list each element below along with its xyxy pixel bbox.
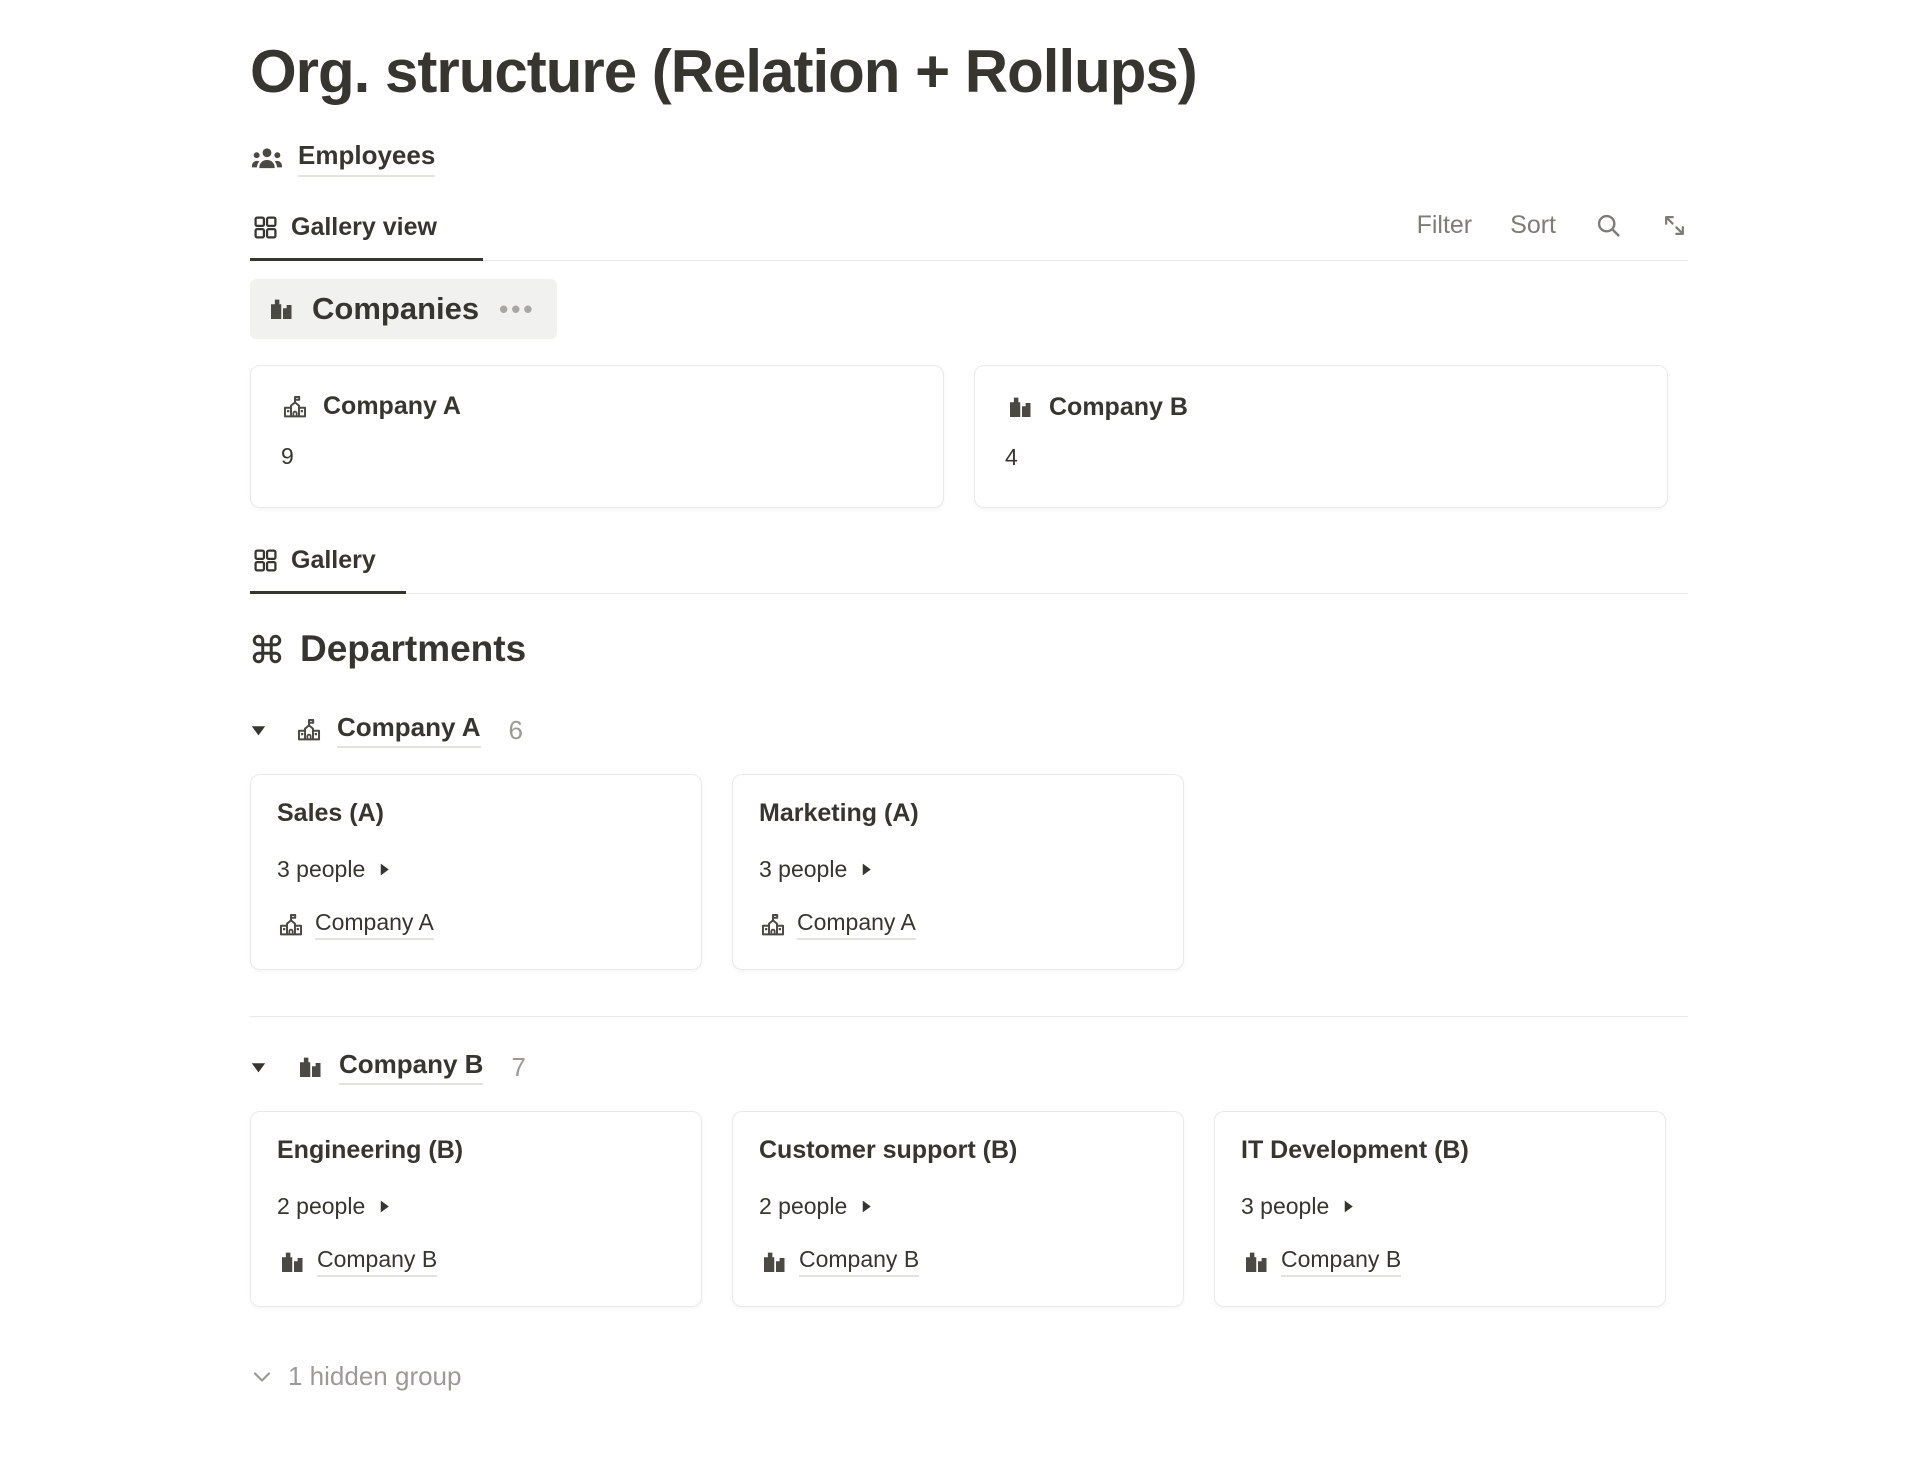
hidden-group-toggle[interactable]: 1 hidden group [250, 1361, 461, 1392]
group-count: 7 [511, 1051, 526, 1082]
companies-cards-row: Company A 9 Company B 4 [250, 365, 1688, 508]
triangle-down-icon[interactable] [250, 722, 267, 739]
company-relation-label: Company A [797, 909, 916, 940]
people-count: 2 people [277, 1193, 366, 1219]
dept-card-sales-a[interactable]: Sales (A) 3 people Company A [250, 774, 702, 970]
company-card-title: Company A [323, 392, 461, 420]
triangle-right-icon[interactable] [1341, 1199, 1356, 1214]
dept-card-title: IT Development (B) [1241, 1136, 1469, 1164]
company-card-rollup-value: 9 [281, 443, 294, 469]
people-count: 3 people [277, 856, 366, 882]
dept-card-title: Engineering (B) [277, 1136, 464, 1164]
buildings-icon [295, 1052, 325, 1082]
dept-card-it-development-b[interactable]: IT Development (B) 3 people Company B [1214, 1111, 1666, 1307]
group-divider [250, 1016, 1688, 1017]
people-rollup: 3 people [1241, 1193, 1639, 1220]
company-relation[interactable]: Company A [759, 909, 916, 940]
company-b-dept-cards: Engineering (B) 2 people Company B Custo… [250, 1111, 1688, 1307]
group-count: 6 [508, 714, 523, 745]
companies-group-header[interactable]: Companies ••• [250, 279, 558, 339]
gallery-icon [252, 547, 279, 574]
people-count: 3 people [759, 856, 848, 882]
company-relation-label: Company B [317, 1246, 438, 1277]
school-icon [759, 911, 787, 939]
company-card-rollup-value: 4 [1005, 444, 1018, 470]
departments-heading: Departments [250, 628, 1688, 670]
tab-gallery[interactable]: Gallery [250, 536, 406, 594]
dept-card-customer-support-b[interactable]: Customer support (B) 2 people Company B [732, 1111, 1184, 1307]
buildings-icon [266, 294, 296, 324]
triangle-right-icon[interactable] [859, 1199, 874, 1214]
tab-gallery-label: Gallery [291, 546, 376, 574]
buildings-icon [1241, 1247, 1271, 1277]
more-options-icon[interactable]: ••• [499, 293, 536, 324]
people-rollup: 2 people [277, 1193, 675, 1220]
group-header-company-a: Company A 6 [250, 712, 1688, 748]
company-relation[interactable]: Company B [759, 1246, 920, 1277]
people-icon [250, 142, 284, 176]
buildings-icon [1005, 392, 1035, 422]
company-relation-label: Company A [315, 909, 434, 940]
buildings-icon [759, 1247, 789, 1277]
gallery-icon [252, 214, 279, 241]
toolbar-controls: Filter Sort [1417, 211, 1688, 260]
search-icon[interactable] [1594, 211, 1623, 240]
company-relation-label: Company B [799, 1246, 920, 1277]
school-icon [277, 911, 305, 939]
view-toolbar: Gallery view Filter Sort [250, 203, 1688, 261]
dept-card-title: Marketing (A) [759, 799, 919, 827]
dept-card-title: Sales (A) [277, 799, 384, 827]
people-rollup: 3 people [759, 856, 1157, 883]
triangle-right-icon[interactable] [859, 862, 874, 877]
triangle-right-icon[interactable] [377, 1199, 392, 1214]
group-company-a-link[interactable]: Company A [337, 712, 481, 748]
tab-gallery-view-label: Gallery view [291, 213, 437, 241]
dept-card-marketing-a[interactable]: Marketing (A) 3 people Company A [732, 774, 1184, 970]
company-relation-label: Company B [1281, 1246, 1402, 1277]
filter-button[interactable]: Filter [1416, 211, 1473, 239]
company-relation[interactable]: Company B [1241, 1246, 1402, 1277]
company-card-b[interactable]: Company B 4 [974, 365, 1668, 508]
people-rollup: 3 people [277, 856, 675, 883]
departments-heading-label: Departments [300, 628, 527, 669]
page-content: Org. structure (Relation + Rollups) Empl… [250, 0, 1688, 1392]
dept-card-engineering-b[interactable]: Engineering (B) 2 people Company B [250, 1111, 702, 1307]
dept-card-title: Customer support (B) [759, 1136, 1018, 1164]
company-relation[interactable]: Company A [277, 909, 434, 940]
expand-icon[interactable] [1661, 212, 1688, 239]
chevron-down-icon [250, 1365, 274, 1389]
sort-button[interactable]: Sort [1510, 211, 1556, 239]
company-relation[interactable]: Company B [277, 1246, 438, 1277]
triangle-right-icon[interactable] [377, 862, 392, 877]
employees-link[interactable]: Employees [250, 140, 436, 177]
people-count: 2 people [759, 1193, 848, 1219]
employees-link-label: Employees [298, 140, 436, 177]
company-card-title: Company B [1049, 392, 1188, 421]
triangle-down-icon[interactable] [250, 1059, 267, 1076]
companies-group-label: Companies [312, 291, 480, 326]
tab-gallery-view[interactable]: Gallery view [250, 203, 483, 261]
group-header-company-b: Company B 7 [250, 1049, 1688, 1085]
command-icon [250, 632, 284, 666]
buildings-icon [277, 1247, 307, 1277]
school-icon [281, 393, 309, 421]
school-icon [295, 716, 323, 744]
company-card-a[interactable]: Company A 9 [250, 365, 944, 508]
departments-view-toolbar: Gallery [250, 536, 1688, 594]
people-count: 3 people [1241, 1193, 1330, 1219]
group-company-b-link[interactable]: Company B [339, 1049, 484, 1085]
people-rollup: 2 people [759, 1193, 1157, 1220]
company-a-dept-cards: Sales (A) 3 people Company A Marketing (… [250, 774, 1688, 970]
page-title: Org. structure (Relation + Rollups) [250, 38, 1198, 105]
hidden-group-label: 1 hidden group [288, 1361, 462, 1391]
